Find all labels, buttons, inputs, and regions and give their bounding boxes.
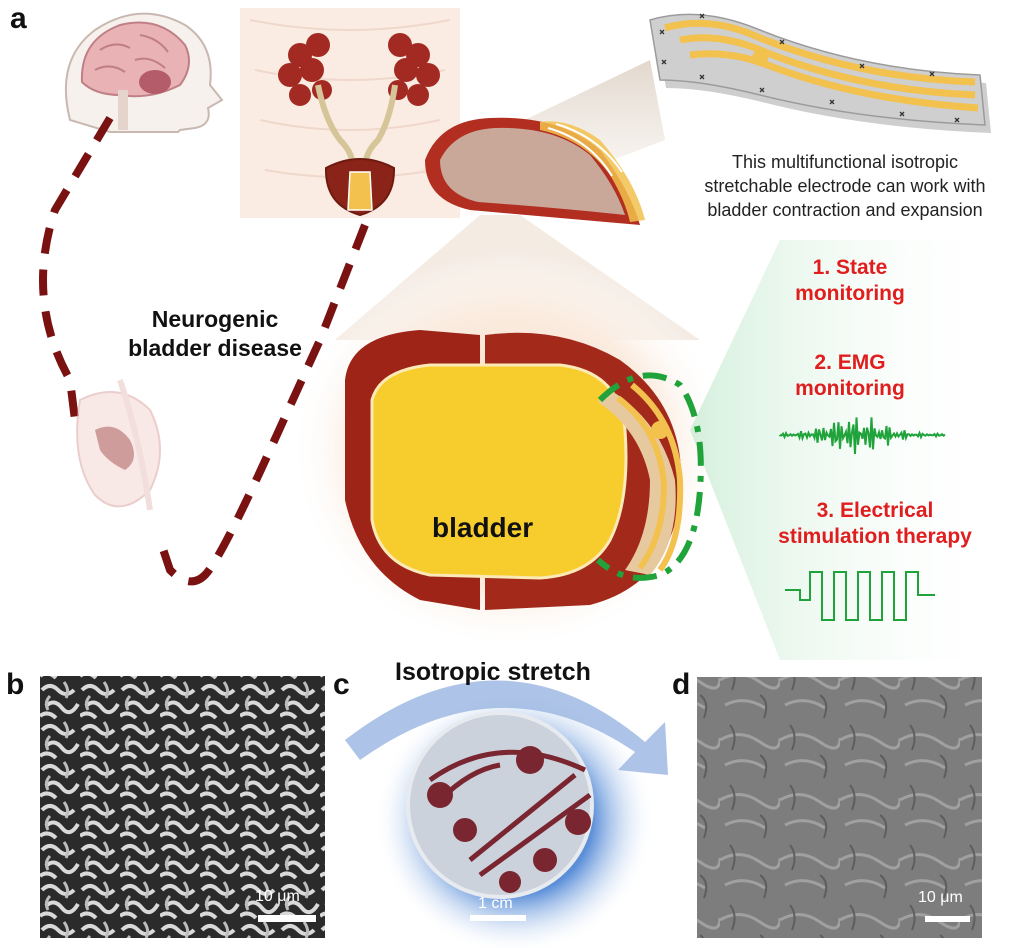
scale-label-b: 10 μm bbox=[255, 888, 300, 905]
function-fan bbox=[690, 240, 1010, 660]
bladder-wall-section-icon bbox=[425, 117, 645, 225]
function-3-line-2: stimulation therapy bbox=[778, 525, 972, 548]
function-1-line-2: monitoring bbox=[795, 282, 905, 305]
stretched-electrode-photo bbox=[375, 685, 655, 948]
function-2-line-1: 2. EMG bbox=[814, 351, 886, 374]
torso-kidneys-icon bbox=[240, 8, 460, 218]
emg-signal-icon bbox=[779, 417, 946, 454]
panel-letter-d: d bbox=[672, 668, 691, 701]
function-3-line-1: 3. Electrical bbox=[816, 499, 934, 522]
panel-letter-a: a bbox=[10, 2, 27, 35]
scale-bar-d bbox=[925, 916, 970, 922]
description-line-1: This multifunctional isotropic bbox=[731, 152, 959, 172]
stretch-arrow-icon bbox=[345, 680, 668, 775]
bladder-cross-section-icon bbox=[345, 330, 704, 610]
function-1-line-1: 1. State bbox=[812, 256, 888, 279]
neural-path-right bbox=[156, 223, 369, 586]
function-electrical-stimulation: 3. Electrical stimulation therapy bbox=[760, 498, 990, 550]
function-2-line-2: monitoring bbox=[795, 377, 905, 400]
stimulation-wave-icon bbox=[785, 571, 935, 621]
scale-bar-b bbox=[258, 915, 316, 922]
sem-image-b bbox=[40, 676, 325, 938]
panel-letter-b: b bbox=[6, 668, 25, 701]
bladder-label: bladder bbox=[432, 512, 534, 543]
panel-letter-c: c bbox=[333, 668, 350, 701]
scale-label-d: 10 μm bbox=[918, 889, 963, 906]
disease-label-line-1: Neurogenic bbox=[151, 306, 279, 332]
function-emg-monitoring: 2. EMG monitoring bbox=[760, 350, 940, 402]
stretchable-electrode-icon bbox=[649, 13, 991, 133]
disease-label: Neurogenic bladder disease bbox=[80, 305, 350, 363]
function-state-monitoring: 1. State monitoring bbox=[760, 255, 940, 307]
scale-label-c: 1 cm bbox=[478, 895, 513, 912]
electrode-description: This multifunctional isotropic stretchab… bbox=[660, 150, 1024, 222]
head-brain-icon bbox=[64, 12, 224, 133]
description-line-3: bladder contraction and expansion bbox=[707, 200, 983, 220]
disease-label-line-2: bladder disease bbox=[128, 335, 302, 361]
isotropic-stretch-title: Isotropic stretch bbox=[395, 658, 591, 686]
pelvis-icon bbox=[76, 379, 161, 511]
description-line-2: stretchable electrode can work with bbox=[704, 176, 986, 196]
neural-path-left bbox=[39, 115, 114, 421]
sem-image-d bbox=[697, 677, 982, 938]
